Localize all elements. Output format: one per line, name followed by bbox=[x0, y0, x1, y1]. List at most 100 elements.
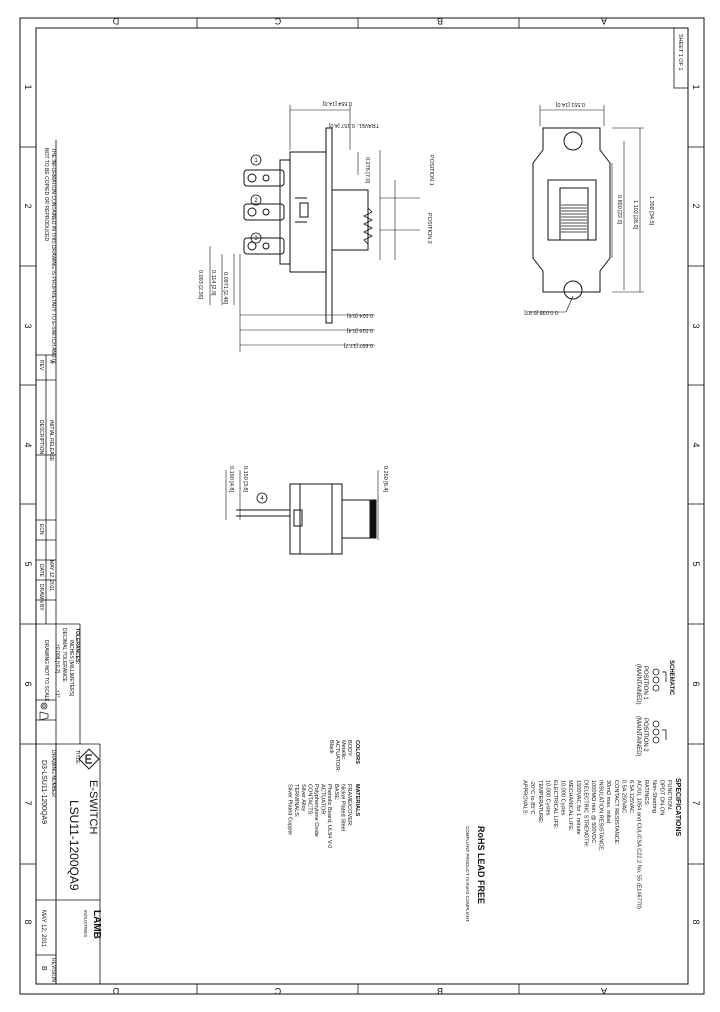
rev-date-label: DATE bbox=[38, 564, 44, 578]
rev-ecn-label: ECN bbox=[38, 524, 44, 535]
inner-border bbox=[35, 27, 689, 985]
pin-2-label: 2 bbox=[254, 198, 258, 204]
dim-body-width: 0.551 [14.0] bbox=[555, 101, 585, 107]
sheet-box bbox=[673, 27, 689, 89]
rev-value: A bbox=[48, 360, 54, 364]
pin-1-label: 1 bbox=[254, 158, 258, 164]
tol-title: TOLERANCES: bbox=[74, 628, 80, 664]
schematic-right-1: POSITION 2 bbox=[642, 718, 648, 752]
plan-view bbox=[532, 127, 611, 300]
schematic-left-2: (MAINTAINED) bbox=[635, 664, 641, 705]
zone-ticks bbox=[20, 18, 704, 994]
lamb-logo-sub: INDUSTRIES bbox=[83, 910, 88, 937]
colors-title: COLORS bbox=[354, 740, 360, 764]
spec-line: MECHANICAL LIFE: bbox=[567, 780, 573, 832]
colors-body-label: BODY: bbox=[346, 740, 352, 758]
dim-d2: 0.0971 [2.46] bbox=[222, 272, 228, 305]
revision-value: B bbox=[40, 966, 47, 971]
part-number: LSU11-1200QA9 bbox=[67, 800, 81, 891]
actuator-stem bbox=[331, 189, 369, 251]
zone-num-left-1: 1 bbox=[23, 84, 33, 89]
dim-side1: 0.250 [6.4] bbox=[382, 466, 388, 492]
actuator-ribs bbox=[561, 204, 587, 233]
colors-act-label: ACTUATOR: bbox=[334, 740, 340, 772]
spec-line: AC/UL 1054 and CUL/CSA C22.2 No. 55 (E14… bbox=[636, 780, 642, 909]
spec-line: APPROVALS: bbox=[522, 780, 528, 815]
lamb-logo-text: LAMB bbox=[91, 910, 102, 939]
dim-d5: 0.024 [0.6] bbox=[347, 312, 373, 318]
schematic-left-1: POSITION 1 bbox=[642, 666, 648, 700]
material-line: Silver Alloy bbox=[300, 784, 306, 812]
plan-dim-lines bbox=[530, 105, 644, 313]
sheet-label: SHEET 1 OF 1 bbox=[677, 34, 683, 71]
zone-letter-bottom-a: A bbox=[601, 986, 607, 996]
tol-x1: ±0.008 [±0.2] bbox=[54, 644, 60, 674]
dim-d7: 0.697 [17.7] bbox=[343, 342, 373, 348]
date-value: MAY 12, 2011 bbox=[40, 910, 46, 948]
mount-hole-top bbox=[563, 131, 583, 151]
dim-side2: 0.190 [4.8] bbox=[228, 466, 234, 492]
spec-line: 10,000 Cycles bbox=[560, 780, 566, 816]
mount-hole-bottom bbox=[563, 280, 583, 300]
spec-line: 1500VAC for 1 minute bbox=[575, 780, 581, 835]
drawing-number: D3-LSU11-1200QA9 bbox=[40, 760, 47, 824]
materials-title: MATERIALS bbox=[354, 784, 360, 816]
pin-callouts: 1 2 3 bbox=[250, 154, 262, 244]
spec-line: -20°C to 85°C bbox=[529, 780, 535, 815]
label-position-2: POSITION 2 bbox=[426, 213, 432, 244]
tol-ang: ±1° bbox=[54, 690, 60, 698]
zone-letter-bottom-b: B bbox=[437, 986, 443, 996]
zone-letter-top-c: C bbox=[274, 16, 281, 26]
material-line: CONTACTS: bbox=[306, 784, 312, 816]
title-label: TITLE: bbox=[74, 750, 80, 765]
spec-line: RATINGS: bbox=[643, 780, 649, 806]
projection-symbol-icon bbox=[39, 702, 49, 721]
brand-name: E-SWITCH bbox=[87, 780, 99, 834]
zone-num-right-6: 6 bbox=[691, 681, 701, 686]
rev-date-value: MAY 12, 2011 bbox=[48, 560, 54, 591]
spec-title: SPECIFICATIONS bbox=[674, 778, 681, 837]
frame-plate bbox=[325, 127, 333, 324]
spec-line: DPDT ON-ON bbox=[658, 780, 664, 815]
tol-units: INCHES [MILLIMETERS] bbox=[68, 640, 74, 697]
zone-num-left-2: 2 bbox=[23, 203, 33, 208]
dim-side3: 0.150 [3.8] bbox=[242, 466, 248, 492]
rohs-mark: RoHS LEAD FREE bbox=[476, 826, 486, 904]
spec-line: 10,000 Cycles bbox=[544, 780, 550, 816]
dim-d4: 0.093 [2.36] bbox=[197, 270, 203, 300]
spec-line: DIELECTRIC STRENGTH: bbox=[582, 780, 588, 848]
schematic-symbols bbox=[652, 668, 667, 744]
tol-decimal: DECIMAL TOLERANCE bbox=[61, 628, 67, 682]
pin-4-label: 4 bbox=[260, 496, 264, 502]
spec-line: 6.5A 125VAC bbox=[628, 780, 634, 813]
end-dim-lines bbox=[225, 470, 379, 540]
rev-desc-value: INITIAL RELEASE bbox=[48, 420, 54, 462]
schematic-right-2: (MAINTAINED) bbox=[635, 716, 641, 757]
outer-border bbox=[19, 17, 705, 995]
zone-letter-top-d: D bbox=[112, 16, 119, 26]
spec-line: TEMPERATURE: bbox=[537, 780, 543, 824]
zone-num-right-4: 4 bbox=[691, 442, 701, 447]
spec-line: 1000MΩ min. @ 500VDC bbox=[590, 780, 596, 843]
zone-num-right-8: 8 bbox=[691, 919, 701, 924]
material-line: TERMINALS: bbox=[293, 784, 299, 818]
spec-line: 30mΩ max. initial bbox=[605, 780, 611, 823]
tol-scale: DRAWING NOT TO SCALE bbox=[43, 640, 49, 702]
travel-spring bbox=[363, 207, 373, 245]
dim-top-width: 0.554 [14.0] bbox=[322, 100, 352, 106]
rev-desc-label: DESCRIPTION bbox=[38, 420, 44, 455]
zone-num-left-5: 5 bbox=[23, 561, 33, 566]
material-line: Phenolic Board, UL94 V-0 bbox=[326, 784, 332, 848]
notice-line-2: NOT TO BE COPIED OR REPRODUCED bbox=[43, 148, 49, 241]
spec-line: INSULATION RESISTANCE: bbox=[598, 780, 604, 852]
colors-body-value: Metallic bbox=[340, 740, 346, 759]
drawing-number-label: DRAWING NUMBER bbox=[50, 750, 56, 797]
notice-line-1: THE INFORMATION CONTAINED IN THIS DRAWIN… bbox=[50, 148, 56, 364]
zone-letter-top-b: B bbox=[437, 16, 443, 26]
dim-d1: 0.276 [7.0] bbox=[364, 157, 370, 183]
left-strip-lines bbox=[36, 140, 101, 984]
material-line: Polyphenylene Oxide bbox=[313, 784, 319, 837]
side-dim-lines bbox=[209, 105, 420, 352]
spec-line: 0.5A 250VAC bbox=[620, 780, 626, 813]
zone-letter-bottom-d: D bbox=[112, 986, 119, 996]
